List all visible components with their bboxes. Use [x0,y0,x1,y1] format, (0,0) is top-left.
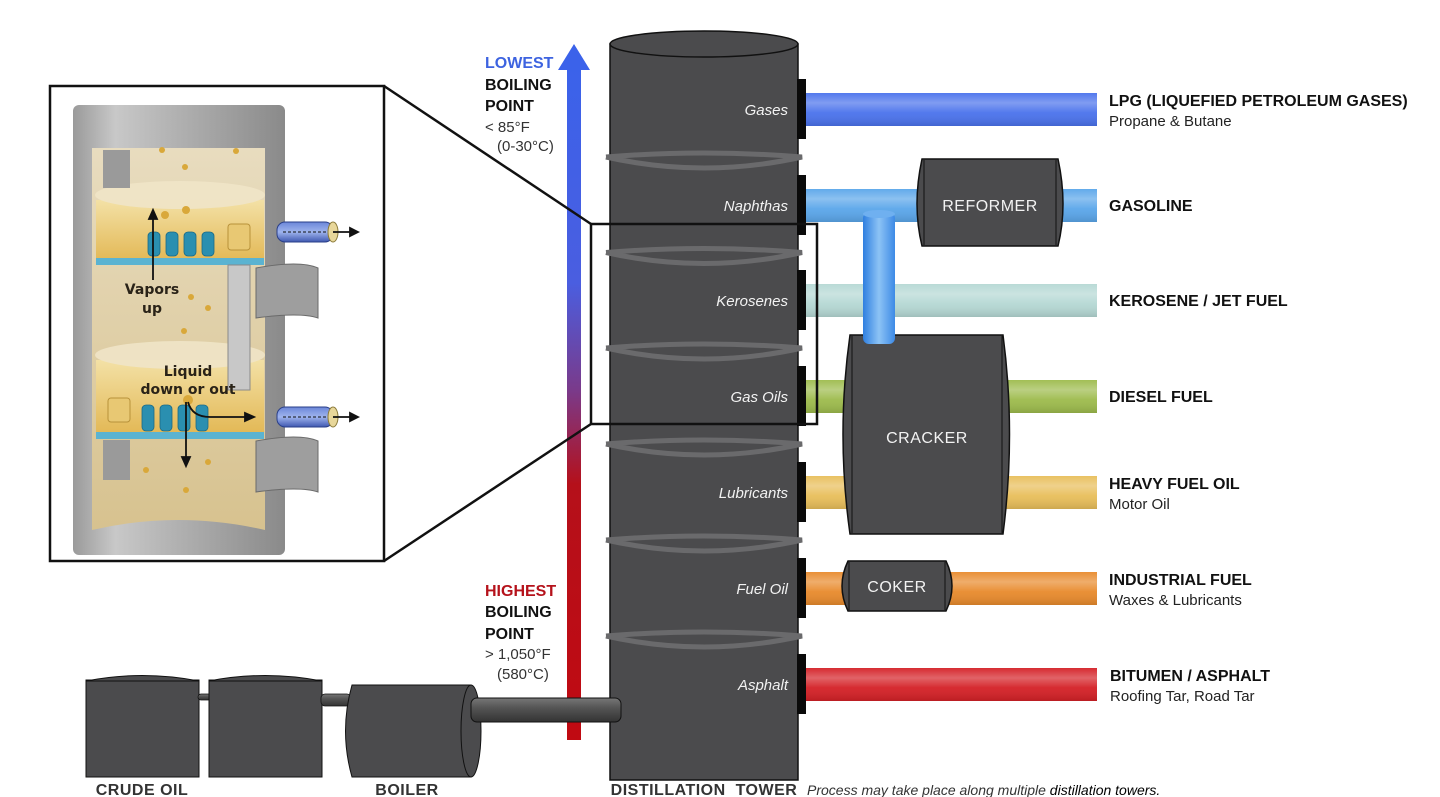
product-label: GASOLINE [1109,198,1193,215]
tower-ring [605,437,803,458]
low-temp-c: (0-30°C) [497,138,554,155]
product-label: BITUMEN / ASPHALT Roofing Tar, Road Tar [1110,668,1270,705]
highest-label: HIGHEST [485,583,556,600]
product-label: INDUSTRIAL FUEL Waxes & Lubricants [1109,572,1252,609]
product-title: GASOLINE [1109,198,1193,215]
zoom-region-box [589,222,819,426]
tower-ring [605,629,803,650]
tower-nozzle [797,175,806,235]
fraction-label: Kerosenes [716,293,788,310]
point-label: POINT [485,98,534,115]
fraction-label: Asphalt [737,677,789,694]
high-temp-f: > 1,050°F [485,646,551,663]
product-subtitle: Roofing Tar, Road Tar [1110,688,1255,705]
reformer-unit: REFORMER [916,158,1064,247]
product-label: DIESEL FUEL [1109,389,1213,406]
product-subtitle: Waxes & Lubricants [1109,592,1242,609]
arrow-up-icon [558,44,590,70]
product-pipe-kerosenes [800,284,1097,317]
tower-ring [605,341,803,362]
tower-nozzle [797,654,806,714]
tower-nozzle [797,462,806,522]
cracker-unit: CRACKER [842,334,1011,535]
tower-nozzle [797,270,806,330]
fraction-label: Fuel Oil [736,581,788,598]
tower-ring [605,533,803,554]
fraction-label: Lubricants [719,485,789,502]
tower-ring [605,150,803,171]
tower-nozzle [797,366,806,426]
fraction-label: Gases [745,102,789,119]
product-title: INDUSTRIAL FUEL [1109,572,1252,589]
product-pipe-gases [800,93,1097,126]
point-label: POINT [485,626,534,643]
boiling-gradient-bar [567,68,581,740]
process-note: Process may take place along multiple di… [807,782,1160,797]
tray-detail-inset: Vapors up Liquid down or out [48,84,386,563]
liquid-down-label-2: down or out [140,382,235,398]
low-temp-f: < 85°F [485,119,530,136]
reformer-label: REFORMER [942,198,1038,215]
boiler-label: BOILER [375,782,438,797]
product-title: KEROSENE / JET FUEL [1109,293,1288,310]
product-labels: LPG (LIQUEFIED PETROLEUM GASES) Propane &… [1109,93,1408,705]
lowest-label: LOWEST [485,55,554,72]
lowest-boiling-point-label: LOWEST BOILING POINT < 85°F (0-30°C) [485,55,554,155]
distillation-tower-label: DISTILLATION TOWER [611,782,798,797]
high-temp-c: (580°C) [497,666,549,683]
tower-nozzle [797,79,806,139]
crude-oil-label: CRUDE OIL [96,782,189,797]
boiling-point-scale [558,44,590,740]
coker-unit: COKER [841,560,953,612]
vapors-up-label: Vapors [125,282,179,298]
connector-cap [863,326,895,344]
naphtha-cracker-connector [863,210,895,342]
product-subtitle: Propane & Butane [1109,113,1232,130]
product-label: HEAVY FUEL OIL Motor Oil [1109,476,1240,513]
product-subtitle: Motor Oil [1109,496,1170,513]
product-title: DIESEL FUEL [1109,389,1213,406]
cracker-label: CRACKER [886,430,968,447]
boiling-label: BOILING [485,77,552,94]
coker-label: COKER [867,579,926,596]
product-title: HEAVY FUEL OIL [1109,476,1240,493]
boiling-label: BOILING [485,604,552,621]
highest-boiling-point-label: HIGHEST BOILING POINT > 1,050°F (580°C) [485,583,556,683]
vapors-up-label-2: up [142,301,162,317]
product-label: LPG (LIQUEFIED PETROLEUM GASES) Propane &… [1109,93,1408,130]
liquid-down-label: Liquid [164,364,213,380]
fraction-label: Naphthas [724,198,789,215]
tower-ring [605,246,803,266]
tower-nozzle [797,558,806,618]
product-title: BITUMEN / ASPHALT [1110,668,1270,685]
product-pipe-asphalt [800,668,1097,701]
footer: CRUDE OIL BOILER DISTILLATION TOWER Proc… [96,782,1161,797]
fraction-label: Gas Oils [730,389,788,406]
product-label: KEROSENE / JET FUEL [1109,293,1288,310]
boiler [345,684,622,778]
inset-callout-lines [383,84,819,563]
crude-oil-tanks [85,675,352,778]
product-title: LPG (LIQUEFIED PETROLEUM GASES) [1109,93,1408,110]
